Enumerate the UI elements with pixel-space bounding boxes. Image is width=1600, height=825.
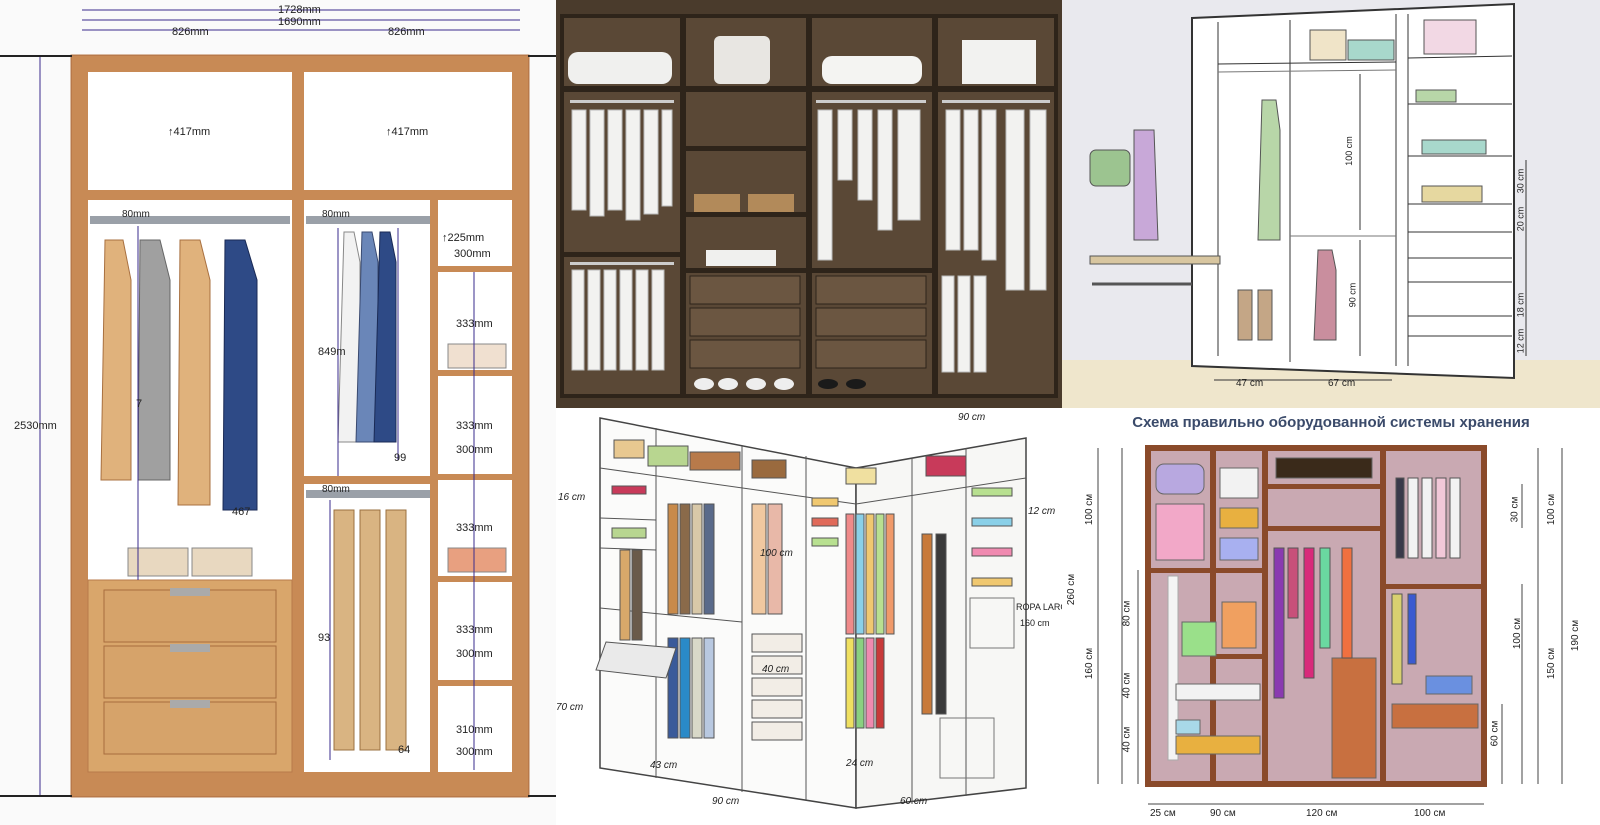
dim-right-150: 150 см [1546,647,1558,680]
dim-hang-849: 849m [318,346,346,358]
corner-wardrobe-sketch: 100 cm 90 cm 30 cm 20 cm 18 cm 12 cm 47 … [1062,0,1600,408]
dim-upper-hang: 100 cm [1343,136,1354,166]
wardrobe-drawing-svg [0,9,556,798]
dim-shelf-300-2: 300mm [456,444,493,456]
dim-40: 40 cm [762,664,790,675]
dim-467: 467 [232,506,251,518]
storage-system-scheme: Схема правильно оборудованной системы хр… [1062,408,1600,825]
dim-shelf-310: 310mm [456,724,493,736]
dim-shelf-300-4: 300mm [456,746,493,758]
dim-shelf-30: 30 cm [1515,168,1526,194]
dim-bottom-90: 90 см [1210,808,1236,819]
dim-mid-80: 80 см [1121,600,1133,627]
dim-16: 16 cm [558,492,586,503]
dim-right-190: 190 см [1570,619,1582,652]
dim-bottom-100: 100 см [1414,808,1446,819]
dim-12: 12 cm [1028,506,1056,517]
dim-90b: 90 cm [712,796,740,807]
dim-shelf-12: 12 cm [1515,328,1526,354]
dark-wardrobe-svg [556,0,1062,408]
dim-shelf-20: 20 cm [1515,206,1526,232]
dim-60: 60 cm [900,796,928,807]
dim-right-width: 826mm [388,26,425,38]
dim-shelf-333-2: 333mm [456,420,493,432]
dim-left-width: 826mm [172,26,209,38]
dim-right-100a: 100 см [1546,493,1558,526]
dim-shelf-300-3: 300mm [456,648,493,660]
dim-rail-mid: 80mm [322,209,350,220]
dim-100: 100 cm [760,548,793,559]
dim-left-160: 160 см [1084,647,1096,680]
dim-total-outer: 1728mm [278,4,321,16]
dim-height: 2530mm [14,420,57,432]
dim-rail-low: 80mm [322,484,350,495]
dim-right-60: 60 см [1489,720,1501,747]
dark-wardrobe-photo [556,0,1062,408]
dim-shelf-top: ↑225mm [442,232,485,244]
dim-7: 7 [136,398,143,410]
dim-shelf-333-1: 333mm [456,318,493,330]
dim-shelf-300-1: 300mm [454,248,491,260]
dim-bottom-25: 25 см [1150,808,1176,819]
walk-in-closet-sketch: 16 cm 12 cm 90 cm 100 cm 40 cm 70 cm 43 … [556,408,1062,825]
dim-rail-left: 80mm [122,209,150,220]
dim-mid-40a: 40 см [1121,672,1133,699]
storage-scheme-svg [1097,445,1563,805]
dim-shelf-18: 18 cm [1515,292,1526,318]
dim-hang-93: 93 [318,632,331,644]
dim-width-mid: 67 cm [1328,378,1356,389]
dim-43: 43 cm [650,760,678,771]
dim-shelf-333-4: 333mm [456,624,493,636]
dim-total-inner: 1690mm [278,16,321,28]
dim-24: 24 cm [846,758,874,769]
dim-left-260: 260 см [1066,573,1078,606]
scheme-title: Схема правильно оборудованной системы хр… [1132,414,1530,431]
corner-wardrobe-svg [1062,0,1600,408]
dim-top-right: ↑417mm [386,126,429,138]
dim-right-100b: 100 см [1512,617,1524,650]
dim-bottom-120: 120 см [1306,808,1338,819]
wardrobe-dimension-drawing: 1728mm 1690mm 826mm 826mm 2530mm ↑417mm … [0,0,556,825]
dim-width-left: 47 cm [1236,378,1264,389]
dim-64: 64 [398,744,411,756]
dim-top-left: ↑417mm [168,126,211,138]
dim-99: 99 [394,452,407,464]
ropa-larga-dim: 160 cm [1020,618,1050,628]
dim-left-100: 100 см [1084,493,1096,526]
dim-70: 70 cm [556,702,584,713]
dim-right-30: 30 см [1509,496,1521,523]
dim-shelf-333-3: 333mm [456,522,493,534]
ropa-larga-label: ROPA LARGA [1016,602,1062,612]
dim-90: 90 cm [958,412,986,423]
dim-mid-40b: 40 см [1121,726,1133,753]
dim-lower-hang: 90 cm [1347,282,1358,308]
walk-in-closet-svg [595,417,1027,809]
